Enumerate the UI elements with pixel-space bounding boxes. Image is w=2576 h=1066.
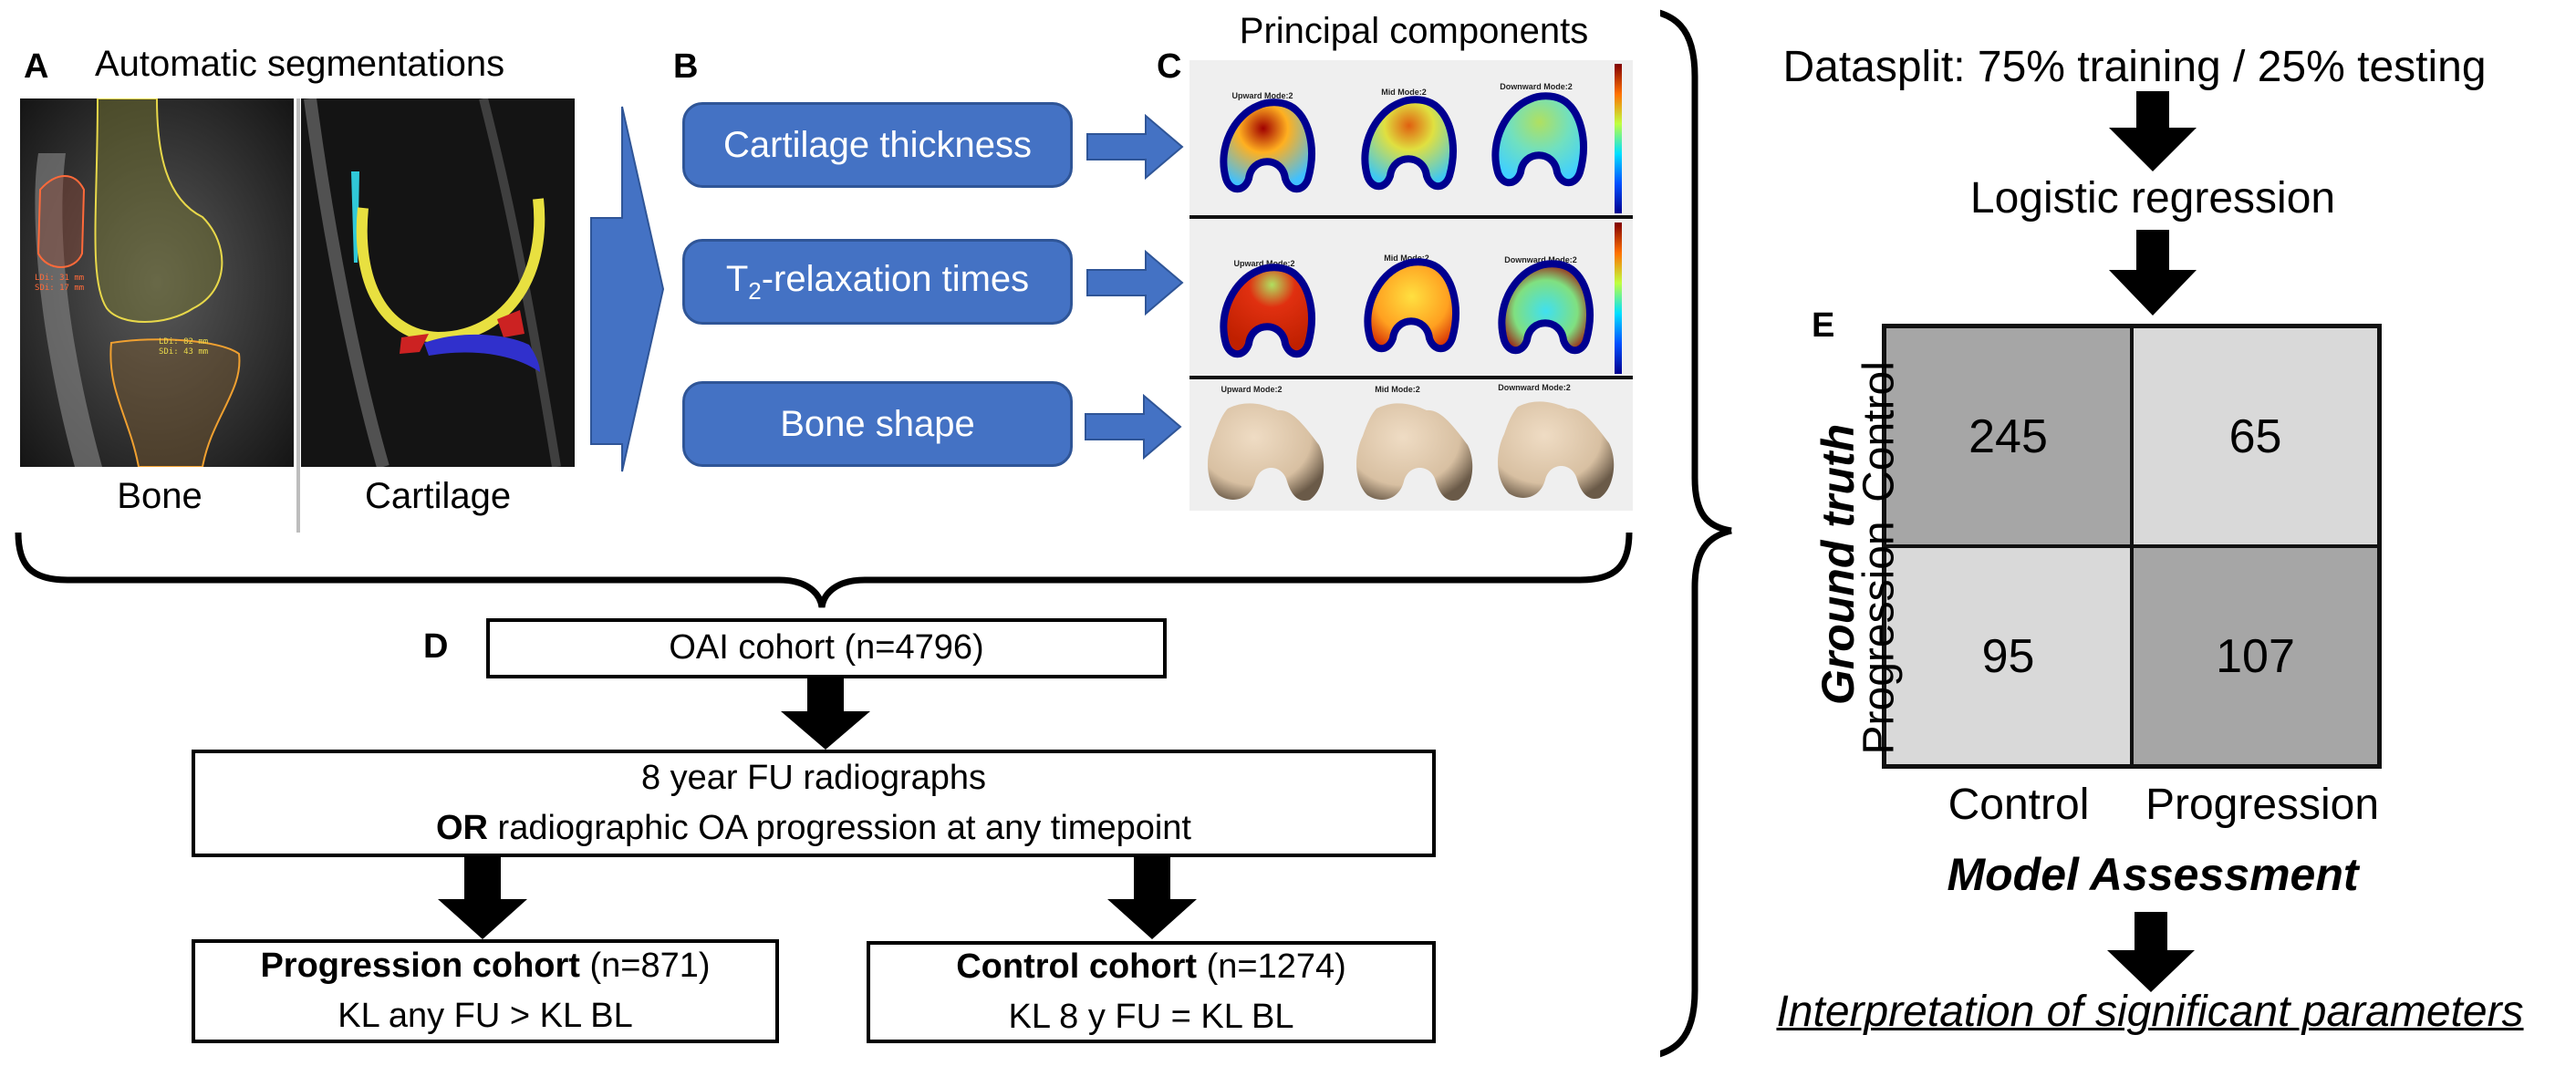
arrow-down-icon xyxy=(1107,855,1197,939)
progression-cohort-rule: KL any FU > KL BL xyxy=(338,997,633,1035)
patella-sdi: SDi: 17 mm xyxy=(35,283,85,293)
knee-heatmap xyxy=(1491,92,1587,187)
arrow-down-icon xyxy=(781,677,870,750)
confusion-matrix: 245 65 95 107 xyxy=(1882,324,2382,769)
meniscus-left xyxy=(400,334,429,354)
mode-label: Upward Mode:2 xyxy=(1231,91,1293,100)
datasplit-text: Datasplit: 75% training / 25% testing xyxy=(1782,43,2487,91)
tibial-cartilage xyxy=(424,334,540,372)
colorbar xyxy=(1615,223,1622,374)
mode-label: Upward Mode:2 xyxy=(1220,385,1283,394)
knee-heatmap xyxy=(1361,96,1457,191)
mode-label: Mid Mode:2 xyxy=(1381,88,1427,97)
cartilage-caption: Cartilage xyxy=(365,476,512,516)
pc-row-bone-shape: Upward Mode:2 Mid Mode:2 Downward Mode:2 xyxy=(1189,379,1633,511)
bone-mri-image: LDi: 31 mm SDi: 17 mm LDi: 82 mm SDi: 43… xyxy=(20,98,294,467)
criteria-line-1: 8 year FU radiographs xyxy=(640,758,987,797)
matrix-cell-true-progression: 107 xyxy=(2132,546,2379,766)
panel-e-letter: E xyxy=(1812,306,1835,345)
bone-caption: Bone xyxy=(117,476,203,516)
panel-c-title: Principal components xyxy=(1239,11,1589,51)
control-cohort-title: Control cohort (n=1274) xyxy=(956,947,1346,986)
progression-cohort-title: Progression cohort (n=871) xyxy=(260,946,711,985)
tibia-ldi: LDi: 82 mm xyxy=(159,337,209,347)
femur-segmentation xyxy=(94,98,223,323)
cartilage-segmentation-svg xyxy=(301,98,575,467)
row-separator xyxy=(1189,376,1633,379)
t2-heatmaps xyxy=(1220,223,1622,374)
cartilage-thickness-label: Cartilage thickness xyxy=(723,124,1032,165)
femur-bone-model xyxy=(1356,403,1473,501)
t2-relaxation-box: T2-relaxation times xyxy=(682,239,1073,325)
cartilage-thickness-heatmaps xyxy=(1220,64,1622,213)
curly-brace-vertical xyxy=(1660,9,1732,1058)
panel-a-title: Automatic segmentations xyxy=(95,44,505,84)
logistic-regression-text: Logistic regression xyxy=(1969,174,2336,223)
row-separator xyxy=(1189,215,1633,219)
col-label-control: Control xyxy=(1948,781,2090,829)
control-cohort-box: Control cohort (n=1274) KL 8 y FU = KL B… xyxy=(867,941,1436,1043)
panel-a-letter: A xyxy=(24,47,49,86)
knee-heatmap xyxy=(1220,98,1315,193)
t2-relaxation-label: T2-relaxation times xyxy=(725,258,1030,305)
pc-row-cartilage-thickness: Upward Mode:2 Mid Mode:2 Downward Mode:2 xyxy=(1189,60,1633,219)
tibia-segmentation xyxy=(109,338,241,467)
chevron-arrow-icon xyxy=(590,106,665,472)
arrow-right-icon xyxy=(1086,250,1184,316)
progression-cohort-box: Progression cohort (n=871) KL any FU > K… xyxy=(192,939,779,1043)
tibia-sdi: SDi: 43 mm xyxy=(159,347,209,357)
mode-label: Downward Mode:2 xyxy=(1500,82,1573,91)
meniscus-right xyxy=(497,310,525,337)
arrow-down-icon xyxy=(2109,230,2197,316)
bone-shape-box: Bone shape xyxy=(682,381,1073,467)
bone-segmentation-svg xyxy=(20,98,294,467)
principal-components-panel: Upward Mode:2 Mid Mode:2 Downward Mode:2… xyxy=(1189,60,1633,511)
panel-c-letter: C xyxy=(1157,47,1182,86)
arrow-right-icon xyxy=(1086,114,1184,180)
oai-cohort-label: OAI cohort (n=4796) xyxy=(669,628,984,668)
femoral-cartilage xyxy=(356,198,545,344)
patella-ldi: LDi: 31 mm xyxy=(35,274,85,283)
arrow-down-icon xyxy=(2109,91,2197,171)
panel-b-letter: B xyxy=(673,47,699,86)
mode-label: Upward Mode:2 xyxy=(1233,259,1295,268)
tibia-measurement: LDi: 82 mm SDi: 43 mm xyxy=(159,337,208,357)
curly-brace-horizontal xyxy=(15,532,1633,608)
control-cohort-rule: KL 8 y FU = KL BL xyxy=(1008,998,1294,1036)
model-assessment-label: Model Assessment xyxy=(1947,849,2359,900)
inclusion-criteria-box: 8 year FU radiographs OR radiographic OA… xyxy=(192,750,1436,857)
image-separator xyxy=(296,98,300,533)
arrow-down-icon xyxy=(2107,912,2195,992)
mode-label: Mid Mode:2 xyxy=(1384,254,1429,263)
arrow-right-icon xyxy=(1085,394,1182,460)
arrow-down-icon xyxy=(438,855,527,939)
col-label-progression: Progression xyxy=(2145,781,2380,829)
knee-heatmap xyxy=(1220,264,1315,358)
knee-heatmap xyxy=(1364,258,1459,353)
colorbar xyxy=(1615,64,1622,213)
femur-bone-model xyxy=(1208,403,1324,501)
patella-segmentation xyxy=(36,175,86,268)
matrix-cell-true-control: 245 xyxy=(1885,326,2132,546)
panel-d-letter: D xyxy=(423,627,449,666)
pc-row-t2-relaxation: Upward Mode:2 Mid Mode:2 Downward Mode:2 xyxy=(1189,219,1633,379)
cartilage-thickness-box: Cartilage thickness xyxy=(682,102,1073,188)
patella-measurement: LDi: 31 mm SDi: 17 mm xyxy=(35,274,84,294)
mode-label: Downward Mode:2 xyxy=(1504,255,1577,264)
matrix-cell-false-control: 95 xyxy=(1885,546,2132,766)
knee-heatmap xyxy=(1498,260,1594,355)
criteria-line-2: OR radiographic OA progression at any ti… xyxy=(436,809,1191,847)
femur-bone-model xyxy=(1498,401,1615,499)
interpretation-text: Interpretation of significant parameters xyxy=(1776,988,2524,1036)
mode-label: Mid Mode:2 xyxy=(1375,385,1420,394)
oai-cohort-box: OAI cohort (n=4796) xyxy=(486,618,1167,678)
bone-shape-models xyxy=(1208,401,1615,501)
mode-label: Downward Mode:2 xyxy=(1498,383,1571,392)
ground-truth-label: Ground truth xyxy=(1813,423,1864,706)
bone-shape-label: Bone shape xyxy=(780,403,975,444)
matrix-cell-false-progression: 65 xyxy=(2132,326,2379,546)
cartilage-mri-image xyxy=(301,98,575,467)
